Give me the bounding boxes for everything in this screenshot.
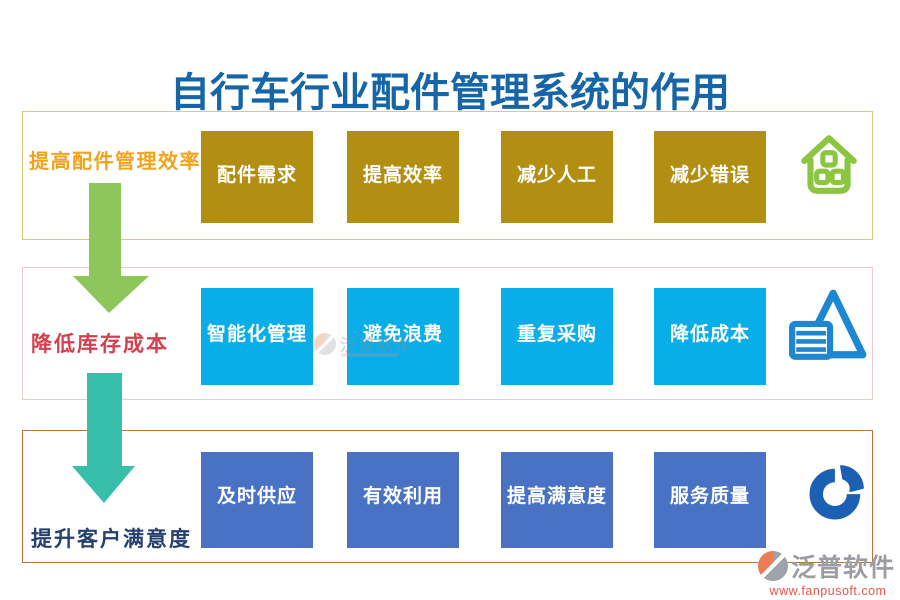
item-box: 提高满意度: [501, 452, 613, 548]
fanpu-logo-icon: [314, 332, 336, 355]
item-box: 及时供应: [201, 452, 313, 548]
section-inventory-label: 降低库存成本: [31, 333, 169, 356]
item-box: 有效利用: [347, 452, 459, 548]
fanpu-logo-name: 泛普软件: [791, 554, 896, 582]
item-box: 智能化管理: [201, 288, 313, 385]
item-box: 重复采购: [501, 288, 613, 385]
fanpu-logo-icon: [758, 551, 788, 581]
section-efficiency: 提高配件管理效率 配件需求 提高效率 减少人工 减少错误: [22, 111, 873, 240]
item-box: 配件需求: [201, 131, 313, 223]
watermark-text: 泛普软件: [340, 336, 412, 355]
section-satisfaction: 提升客户满意度 及时供应 有效利用 提高满意度 服务质量: [22, 430, 873, 563]
section-satisfaction-label: 提升客户满意度: [31, 528, 192, 551]
item-box: 降低成本: [654, 288, 766, 385]
watermark-subline: [341, 353, 399, 357]
section-inventory-cost: 降低库存成本 智能化管理 避免浪费 重复采购 降低成本: [22, 267, 873, 400]
page-title: 自行车行业配件管理系统的作用: [170, 71, 730, 115]
section-efficiency-label: 提高配件管理效率: [29, 151, 201, 173]
watermark: 泛普软件: [314, 331, 412, 357]
arrow-down-cost-to-satisfaction: [72, 373, 135, 503]
item-box: 提高效率: [347, 131, 459, 223]
house-warehouse-icon: [801, 135, 857, 194]
arrow-down-efficiency-to-cost: [73, 183, 149, 313]
fanpu-logo-url: www.fanpusoft.com: [769, 584, 887, 598]
fanpu-logo: 泛普软件 www.fanpusoft.com: [758, 548, 898, 598]
item-box: 避免浪费: [347, 288, 459, 385]
item-box: 服务质量: [654, 452, 766, 548]
item-box: 减少错误: [654, 131, 766, 223]
pyramid-report-icon: [789, 289, 867, 360]
item-box: 减少人工: [501, 131, 613, 223]
pie-chart-icon: [809, 465, 864, 520]
